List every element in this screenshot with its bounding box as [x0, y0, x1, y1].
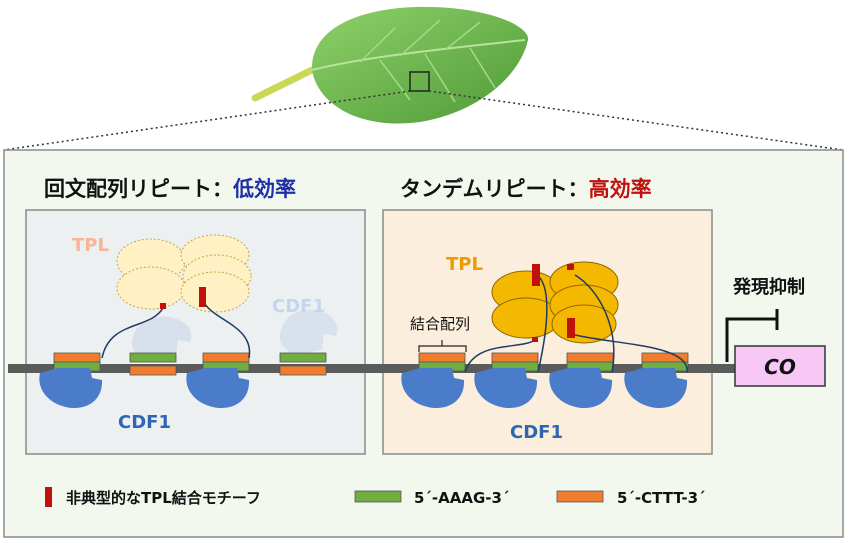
zoom-square-icon: [409, 71, 430, 92]
right-title: タンデムリピート：高効率: [400, 177, 652, 201]
right-title-prefix: タンデムリピート：: [400, 177, 589, 201]
tether-line: [536, 274, 548, 373]
dna-strand: [8, 364, 736, 373]
tether-line: [202, 299, 251, 359]
cdf1-icon: [39, 368, 250, 409]
tpl-motif-mark: [199, 287, 206, 307]
left-title-prefix: 回文配列リピート：: [44, 177, 233, 201]
cdf1-faded-label: CDF1: [272, 296, 325, 317]
legend-swatch-cttt: [556, 490, 604, 503]
legend-label-aaag: 5´-AAAG-3´: [414, 489, 509, 507]
left-title: 回文配列リピート：低効率: [44, 177, 296, 201]
tpl-faded-label: TPL: [72, 235, 109, 256]
legend-label-cttt: 5´-CTTT-3´: [617, 489, 706, 507]
right-title-efficiency: 高効率: [589, 177, 652, 201]
legend-swatch-aaag: [354, 490, 402, 503]
motif-left-2: [129, 352, 177, 376]
tpl-motif-mark: [567, 318, 575, 338]
legend-swatch-tpl-motif: [45, 487, 52, 507]
repression-label: 発現抑制: [732, 276, 805, 298]
tpl-motif-mark: [532, 337, 538, 342]
cdf1-faded-icon: [132, 309, 338, 360]
tpl-motif-mark: [567, 264, 574, 270]
gene-box: [734, 345, 826, 387]
cdf1-icon: [401, 368, 688, 409]
zoom-line-left: [3, 90, 411, 151]
binding-bracket: [418, 340, 467, 352]
binding-label: 結合配列: [410, 315, 470, 333]
legend: 非典型的なTPL結合モチーフ 5´-AAAG-3´ 5´-CTTT-3´: [45, 487, 706, 507]
tether-line: [574, 274, 615, 373]
tpl-faded-icon: [116, 234, 252, 313]
cdf1-label-right: CDF1: [510, 422, 563, 443]
tether-line: [101, 307, 164, 359]
left-title-efficiency: 低効率: [232, 177, 296, 201]
repression-arrow-icon: [725, 309, 779, 362]
tether-line: [574, 334, 688, 373]
gene-label: CO: [764, 355, 796, 379]
tpl-motif-mark: [532, 264, 540, 286]
tpl-active-label: TPL: [446, 254, 483, 275]
tpl-active-icon: [491, 261, 619, 344]
leaf-icon: [251, 6, 529, 124]
tpl-motif-mark: [160, 303, 166, 309]
cdf1-label-left: CDF1: [118, 412, 171, 433]
legend-label-tpl-motif: 非典型的なTPL結合モチーフ: [66, 489, 261, 507]
zoom-line-right: [428, 90, 844, 151]
motif-left-4: [279, 352, 327, 376]
tether-line: [464, 339, 536, 373]
